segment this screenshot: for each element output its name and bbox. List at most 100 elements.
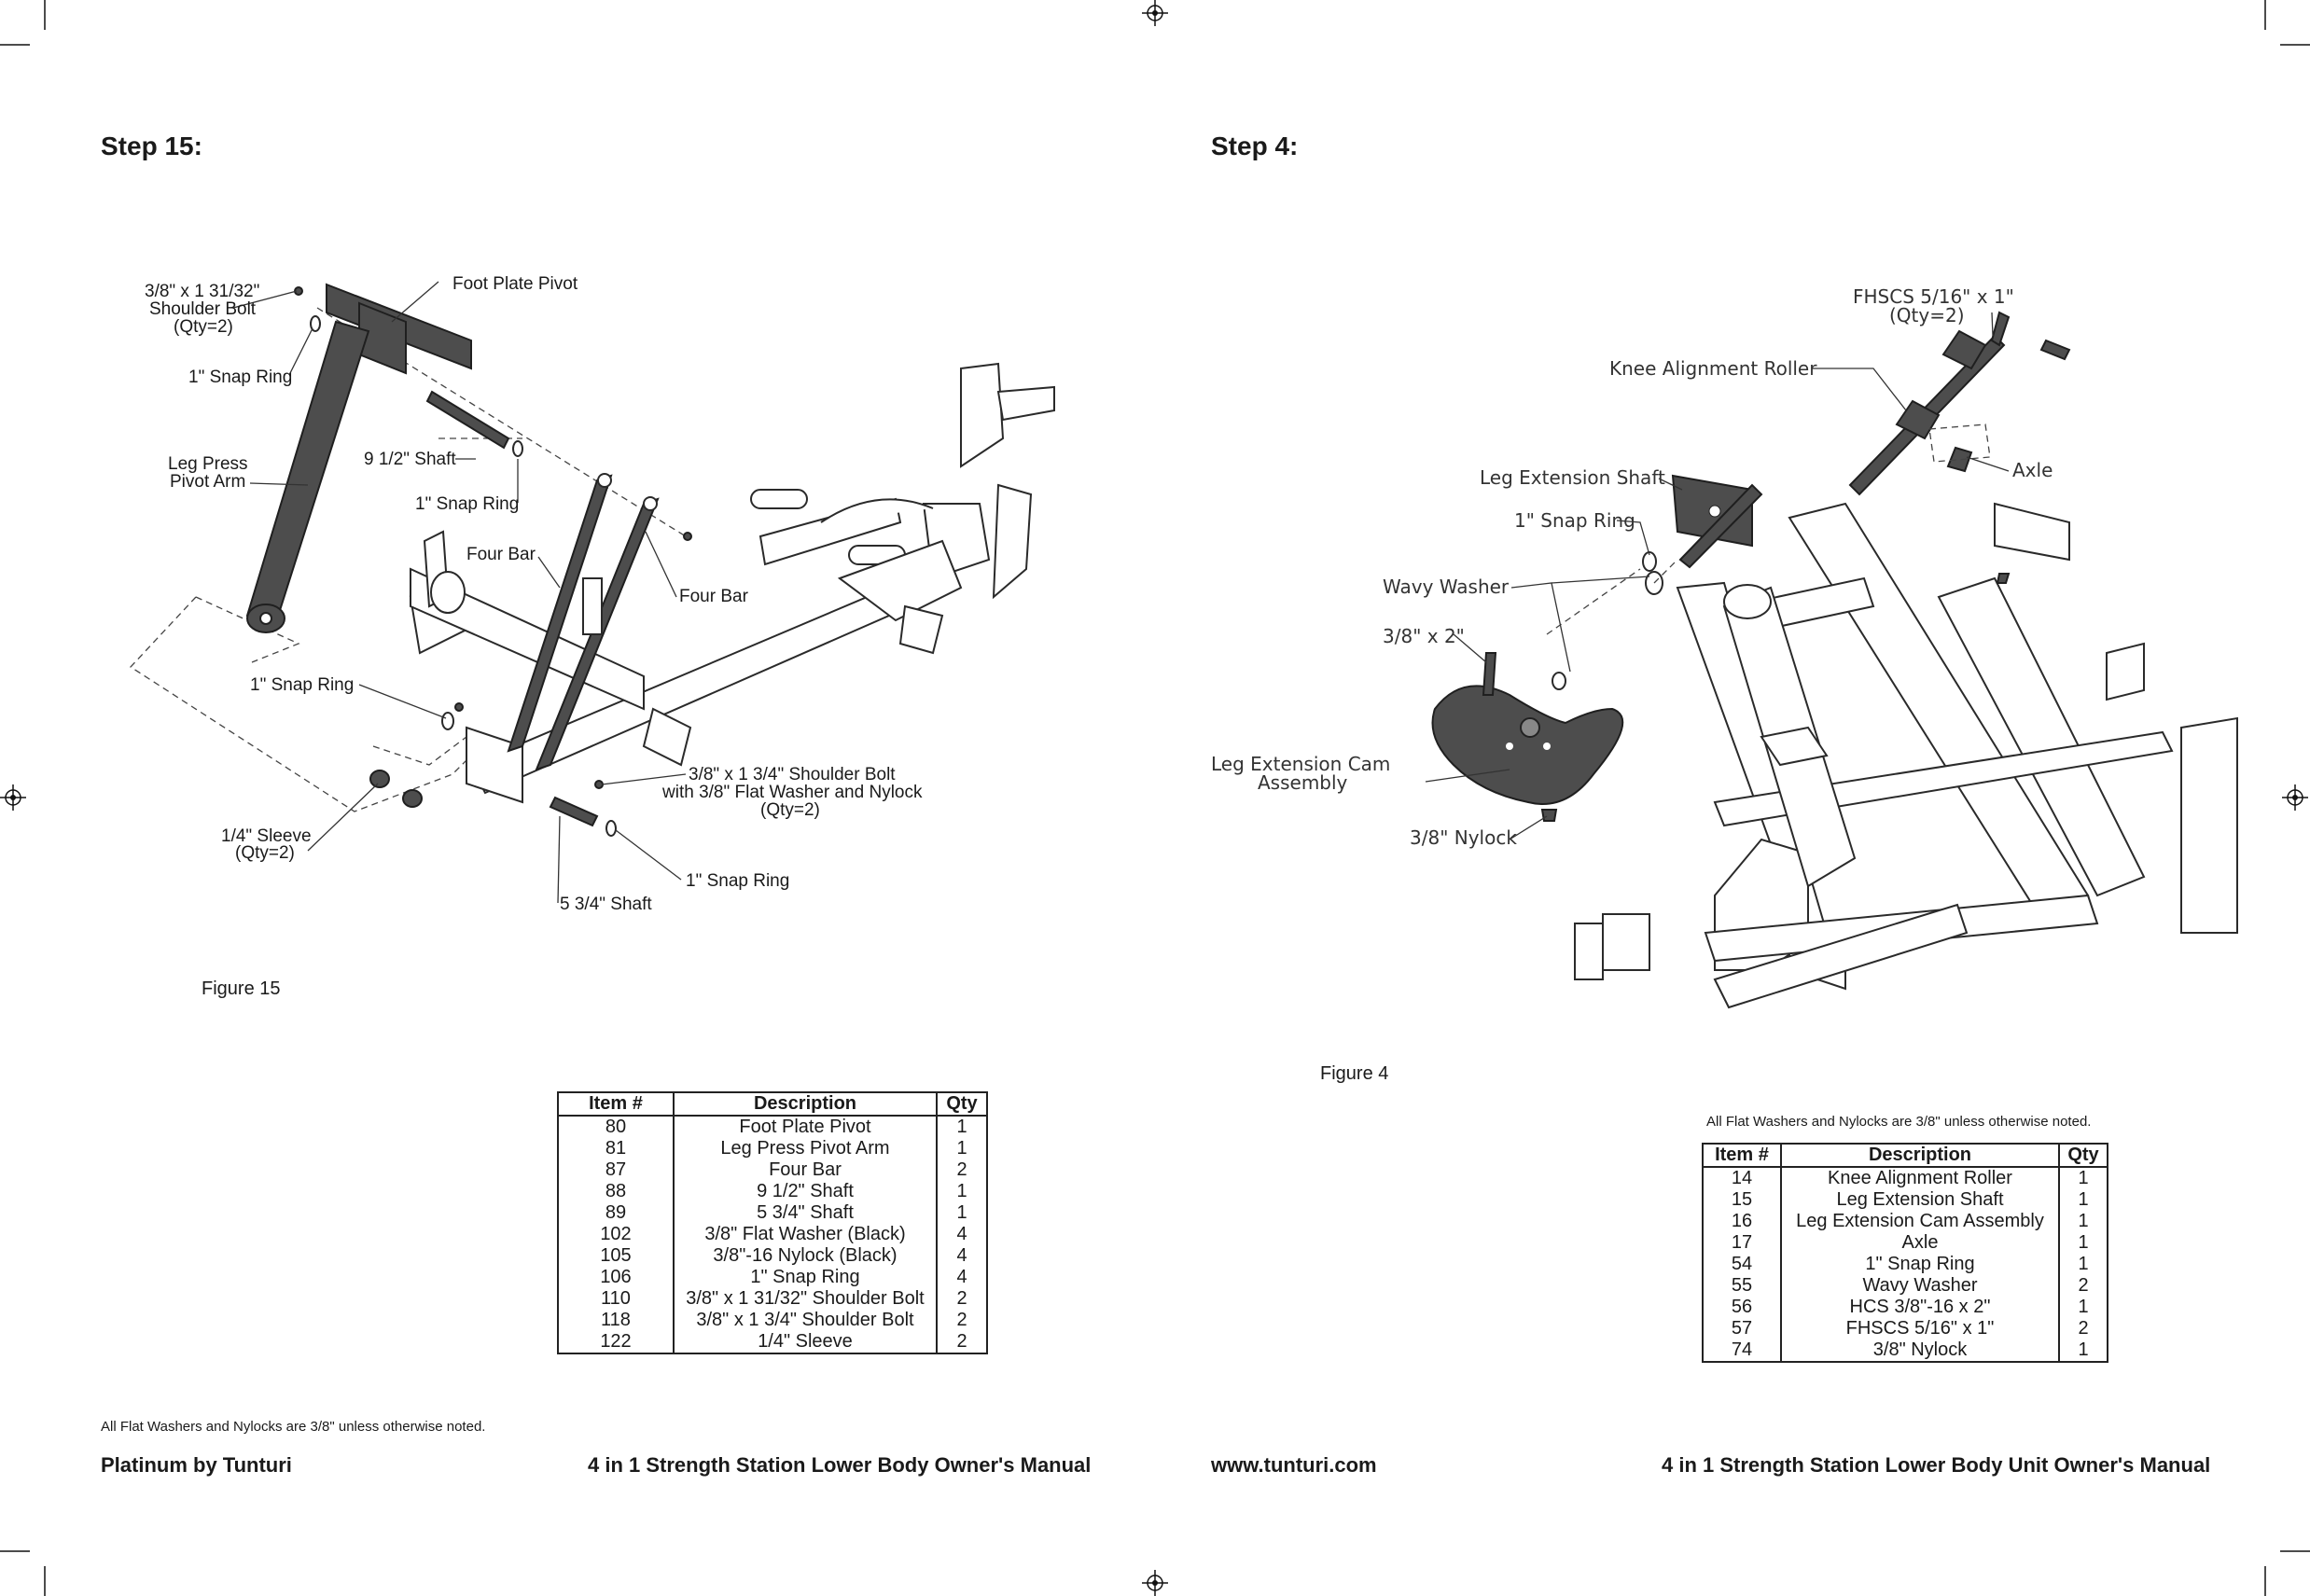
table-header-item: Item # [557, 1091, 675, 1117]
table-cell-description: 3/8"-16 Nylock (Black) [673, 1245, 938, 1267]
label-fhscs-line1: FHSCS 5/16" x 1" [1853, 285, 2014, 308]
table-cell-description: 1" Snap Ring [673, 1267, 938, 1288]
table-cell-item: 17 [1702, 1232, 1782, 1254]
table-cell-description: Wavy Washer [1780, 1275, 2060, 1297]
table-cell-qty: 1 [2058, 1254, 2108, 1275]
label-shaft-9-half: 9 1/2" Shaft [364, 450, 456, 469]
table-header-qty: Qty [936, 1091, 988, 1117]
table-cell-description: FHSCS 5/16" x 1" [1780, 1318, 2060, 1339]
footer-website[interactable]: www.tunturi.com [1211, 1453, 1377, 1477]
table-cell-qty: 2 [936, 1331, 988, 1354]
figure-15-caption: Figure 15 [202, 978, 281, 999]
table-cell-description: 5 3/4" Shaft [673, 1202, 938, 1224]
table-cell-item: 105 [557, 1245, 675, 1267]
label-cam-line1: Leg Extension Cam [1211, 753, 1390, 775]
table-cell-item: 55 [1702, 1275, 1782, 1297]
table-cell-item: 102 [557, 1224, 675, 1245]
table-cell-description: Leg Extension Shaft [1780, 1189, 2060, 1211]
table-header-item: Item # [1702, 1143, 1782, 1168]
step-15-title: Step 15: [101, 132, 202, 160]
label-shoulder-bolt-line2: Shoulder Bolt [149, 299, 257, 319]
table-cell-item: 81 [557, 1138, 675, 1159]
table-cell-qty: 1 [2058, 1167, 2108, 1189]
table-cell-item: 110 [557, 1288, 675, 1310]
table-cell-description: 3/8" Flat Washer (Black) [673, 1224, 938, 1245]
label-nylock: 3/8" Nylock [1410, 826, 1517, 849]
table-cell-item: 74 [1702, 1339, 1782, 1363]
table-cell-description: HCS 3/8"-16 x 2" [1780, 1297, 2060, 1318]
label-leg-extension-shaft: Leg Extension Shaft [1480, 466, 1665, 489]
figure-15-drawing: 3/8" x 1 31/32" Shoulder Bolt (Qty=2) Fo… [129, 274, 1055, 914]
alignment-dashes-right [1546, 559, 1678, 635]
registration-mark-left [0, 784, 26, 811]
table-cell-item: 106 [557, 1267, 675, 1288]
figure-4-caption: Figure 4 [1320, 1063, 1389, 1084]
table-cell-item: 56 [1702, 1297, 1782, 1318]
table-cell-qty: 1 [936, 1181, 988, 1202]
table-cell-description: 3/8" x 1 31/32" Shoulder Bolt [673, 1288, 938, 1310]
table-cell-qty: 1 [936, 1116, 988, 1138]
label-shoulder-bolt2-line2: with 3/8" Flat Washer and Nylock [661, 783, 923, 802]
label-fhscs-line2: (Qty=2) [1889, 304, 1965, 326]
registration-mark-right [2282, 784, 2308, 811]
label-knee-alignment-roller: Knee Alignment Roller [1609, 357, 1817, 380]
table-header-description: Description [673, 1091, 938, 1117]
foot-plate-pivot [245, 283, 472, 633]
axle-part [1946, 446, 1973, 473]
table-cell-description: Leg Press Pivot Arm [673, 1138, 938, 1159]
table-cell-description: 1" Snap Ring [1780, 1254, 2060, 1275]
table-header-qty: Qty [2058, 1143, 2108, 1168]
right-note: All Flat Washers and Nylocks are 3/8" un… [1706, 1114, 2092, 1130]
table-cell-description: Axle [1780, 1232, 2060, 1254]
table-cell-description: 9 1/2" Shaft [673, 1181, 938, 1202]
table-cell-item: 54 [1702, 1254, 1782, 1275]
table-cell-item: 57 [1702, 1318, 1782, 1339]
table-cell-qty: 1 [936, 1138, 988, 1159]
label-snap-ring-right: 1" Snap Ring [1514, 509, 1635, 532]
label-shoulder-bolt-line1: 3/8" x 1 31/32" [145, 282, 259, 301]
shafts [425, 390, 599, 827]
label-four-bar-right: Four Bar [679, 587, 749, 606]
table-cell-item: 80 [557, 1116, 675, 1138]
table-cell-qty: 1 [936, 1202, 988, 1224]
four-bar-pair [507, 473, 660, 771]
registration-mark-bottom [1142, 1570, 1168, 1596]
table-cell-qty: 1 [2058, 1297, 2108, 1318]
table-cell-qty: 2 [2058, 1275, 2108, 1297]
table-cell-item: 16 [1702, 1211, 1782, 1232]
table-cell-qty: 2 [936, 1159, 988, 1181]
table-cell-description: Foot Plate Pivot [673, 1116, 938, 1138]
registration-mark-top [1142, 0, 1168, 26]
table-cell-qty: 4 [936, 1267, 988, 1288]
leader-lines-right [1425, 312, 2010, 840]
label-axle: Axle [2012, 459, 2053, 481]
table-cell-item: 122 [557, 1331, 675, 1354]
leg-extension-cam [1431, 685, 1624, 805]
table-cell-description: Four Bar [673, 1159, 938, 1181]
table-cell-qty: 1 [2058, 1189, 2108, 1211]
label-leg-press-line2: Pivot Arm [170, 472, 245, 492]
table-header-description: Description [1780, 1143, 2060, 1168]
table-cell-qty: 1 [2058, 1339, 2108, 1363]
label-shoulder-bolt2-line3: (Qty=2) [760, 800, 820, 820]
knee-alignment-roller [1848, 329, 2071, 496]
table-cell-description: Knee Alignment Roller [1780, 1167, 2060, 1189]
table-cell-item: 14 [1702, 1167, 1782, 1189]
